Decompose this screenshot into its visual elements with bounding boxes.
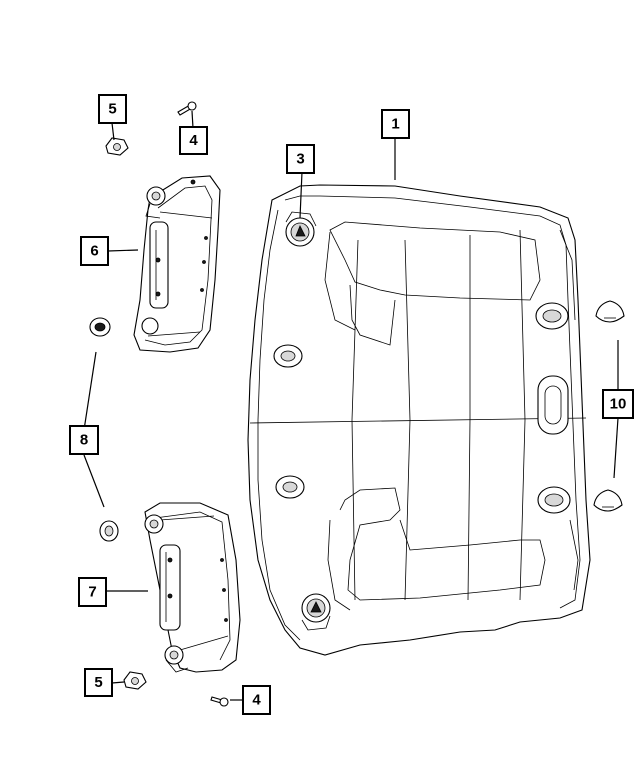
push-pin-upper xyxy=(595,300,625,323)
dome-lamp-opening xyxy=(537,375,569,435)
screw-top xyxy=(177,101,197,116)
clip-top xyxy=(105,137,129,156)
svg-text:3: 3 xyxy=(296,151,304,168)
leader-8-lower xyxy=(83,454,105,508)
visor-mount-upper xyxy=(285,211,317,247)
svg-text:6: 6 xyxy=(90,243,98,260)
callout-4-top: 4 xyxy=(179,126,208,155)
svg-text:7: 7 xyxy=(88,584,96,601)
visor-mount-lower xyxy=(301,593,331,631)
callout-6: 6 xyxy=(80,236,109,266)
clip-pocket-right-lower xyxy=(537,486,571,514)
svg-text:10: 10 xyxy=(610,396,627,413)
visor-clip-upper xyxy=(89,317,111,337)
leader-4-top xyxy=(191,110,194,129)
clip-bottom xyxy=(123,671,147,690)
leader-6 xyxy=(107,249,139,252)
svg-text:4: 4 xyxy=(189,132,198,149)
headliner xyxy=(247,184,591,656)
svg-text:8: 8 xyxy=(80,432,88,449)
callout-5-top: 5 xyxy=(98,94,127,124)
callout-8: 8 xyxy=(69,425,99,455)
clip-pocket-left-upper xyxy=(273,344,303,368)
push-pin-lower xyxy=(593,489,623,512)
leader-5-top xyxy=(111,122,115,141)
visor-clip-lower xyxy=(99,520,119,542)
clip-pocket-right-upper xyxy=(535,302,569,330)
callout-3: 3 xyxy=(286,144,315,174)
leader-3 xyxy=(299,171,303,219)
svg-text:5: 5 xyxy=(94,674,102,691)
callout-5-bottom: 5 xyxy=(84,668,113,697)
screw-bottom xyxy=(210,696,229,707)
leader-5-bottom xyxy=(111,681,125,684)
svg-text:4: 4 xyxy=(252,692,261,709)
svg-text:5: 5 xyxy=(108,101,116,118)
callout-4-bottom: 4 xyxy=(242,685,271,715)
leader-8-upper xyxy=(83,351,97,431)
clip-pocket-left-lower xyxy=(275,475,305,499)
sun-visor-lower xyxy=(144,502,241,673)
callout-10: 10 xyxy=(602,389,634,419)
callout-1: 1 xyxy=(381,109,410,139)
svg-text:1: 1 xyxy=(391,116,399,133)
callout-7: 7 xyxy=(78,577,107,607)
sun-visor-upper xyxy=(133,175,221,353)
leader-10-lower xyxy=(613,417,619,479)
